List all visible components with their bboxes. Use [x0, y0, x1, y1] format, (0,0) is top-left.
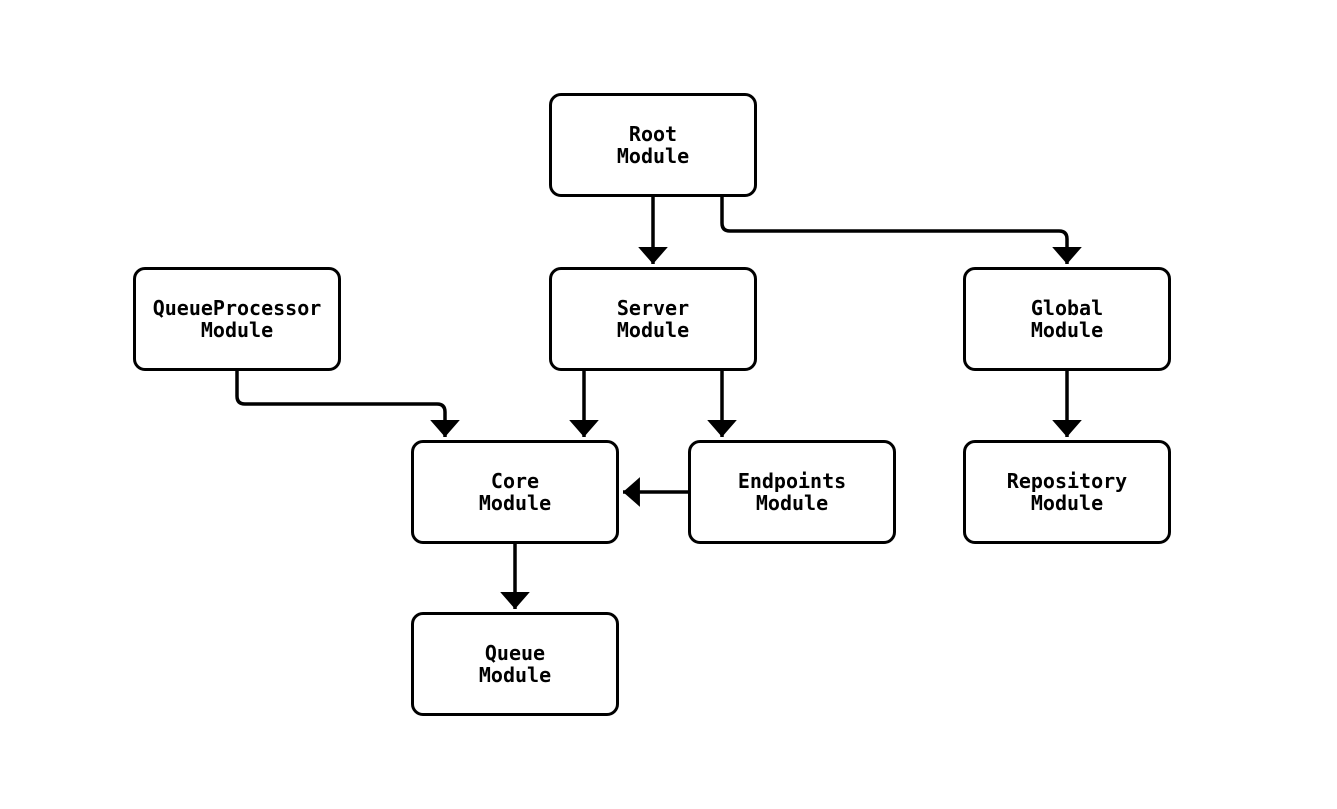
- node-label-line1: Global: [1030, 296, 1104, 320]
- node-label-line2: Module: [478, 663, 552, 687]
- node-label-line2: Module: [616, 144, 690, 168]
- node-label-line2: Module: [478, 491, 552, 515]
- node-label-line1: Repository: [1006, 469, 1128, 493]
- node-label-line1: Root: [628, 122, 678, 146]
- node-queue-module: Queue Module: [411, 612, 619, 716]
- node-endpoints-module: Endpoints Module: [688, 440, 896, 544]
- node-label-line2: Module: [1030, 318, 1104, 342]
- node-global-module: Global Module: [963, 267, 1171, 371]
- node-label-line1: Core: [490, 469, 540, 493]
- node-repository-module: Repository Module: [963, 440, 1171, 544]
- node-label-line1: QueueProcessor: [152, 296, 322, 320]
- node-label-line2: Module: [1030, 491, 1104, 515]
- node-core-module: Core Module: [411, 440, 619, 544]
- edge-queueprocessor-to-core: [235, 371, 460, 437]
- edge-root-to-global: [720, 197, 1082, 264]
- node-server-module: Server Module: [549, 267, 757, 371]
- node-label-line2: Module: [755, 491, 829, 515]
- node-label-line1: Server: [616, 296, 690, 320]
- node-label-line1: Queue: [484, 641, 546, 665]
- node-root-module: Root Module: [549, 93, 757, 197]
- node-queueprocessor-module: QueueProcessor Module: [133, 267, 341, 371]
- node-label-line2: Module: [616, 318, 690, 342]
- node-label-line1: Endpoints: [737, 469, 847, 493]
- node-label-line2: Module: [200, 318, 274, 342]
